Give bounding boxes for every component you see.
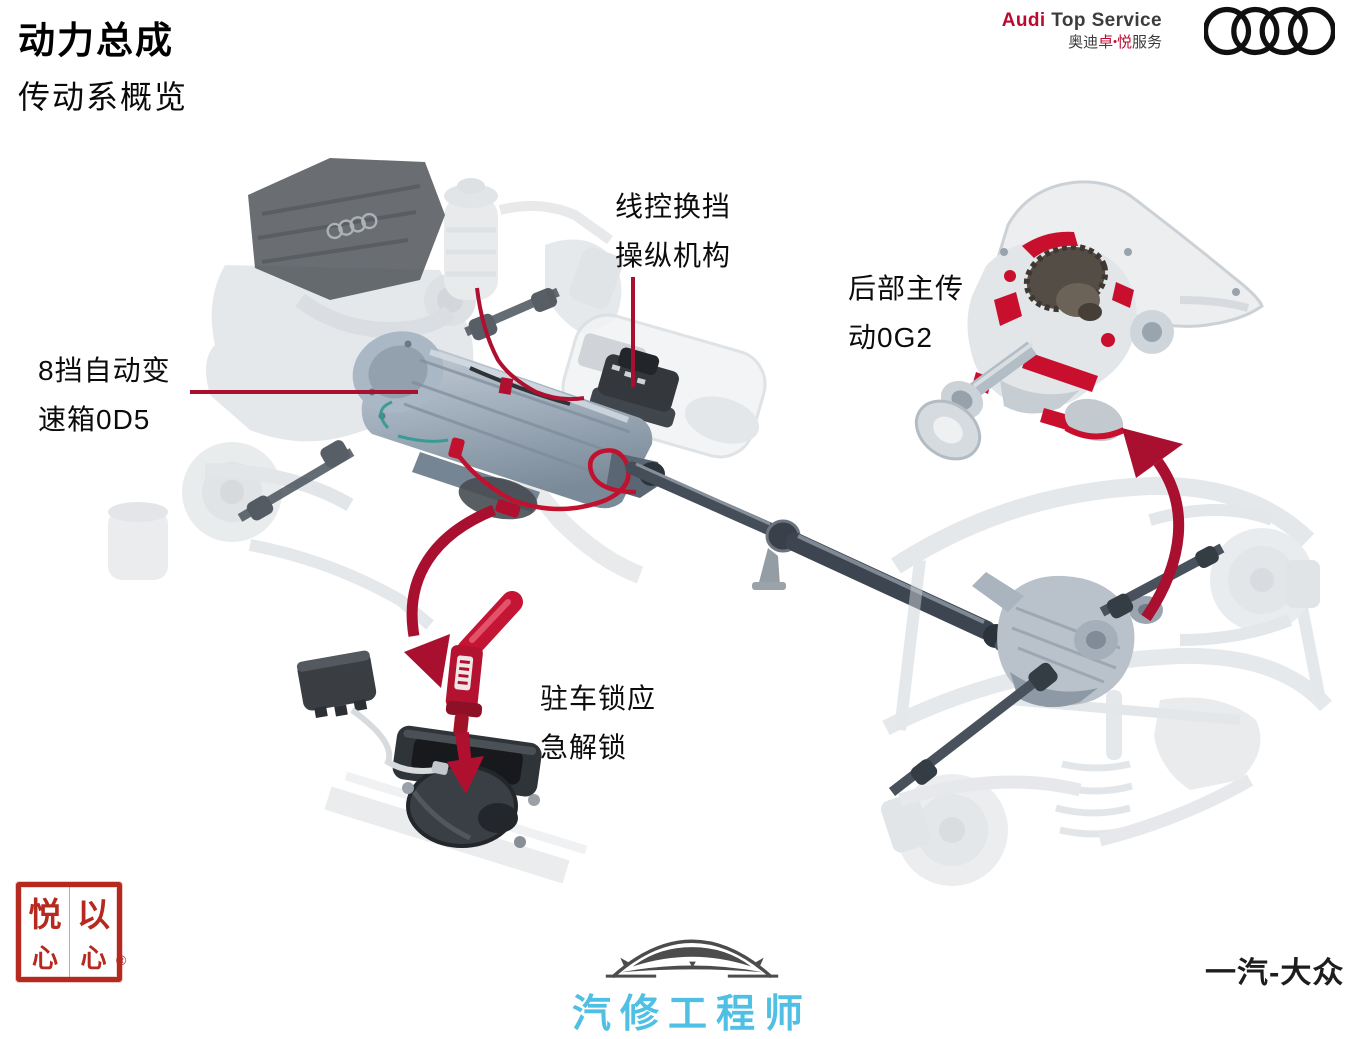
label-line: 线控换挡 [615,191,732,222]
faw-vw-logo: 一汽-大众 [1205,955,1345,990]
cover-cap-illustration [296,650,377,719]
audi-top-service-brand: Audi Top Service 奥迪卓•悦服务 [930,9,1162,53]
registered-mark: ® [116,952,127,968]
brand-cn-yue: 悦 [1116,33,1132,51]
brand-line-en: Audi Top Service [930,9,1162,33]
brand-cn-prefix: 奥迪 [1068,33,1099,51]
label-line: 操纵机构 [615,240,732,271]
brand-audi: Audi [1001,10,1046,31]
rear-final-drive-illustration [914,180,1264,461]
callout-line-transmission [190,390,418,394]
page-title: 动力总成 [18,20,174,61]
label-line: 速箱0D5 [38,404,151,435]
park-lock-release-illustration [296,591,588,884]
brand-top-service: Top Service [1045,10,1162,31]
qixiu-engineer-text: 汽修工程师 [571,993,812,1036]
brand-cn-dot: • [1113,35,1117,48]
label-line: 驻车锁应 [540,683,657,714]
yixin-seal-stamp: 悦 以 心 心 [16,882,122,982]
engine-audi-rings-icon [326,212,378,240]
release-lever-illustration [445,591,523,794]
shift-module-illustration [589,347,679,428]
shift-cable-red [475,287,585,402]
label-rear-final-drive: 后部主传 动0G2 [848,264,964,362]
engine-cover-illustration [248,158,445,300]
seal-char: 心 [31,943,58,974]
label-transmission: 8挡自动变 速箱0D5 [38,346,171,444]
label-line: 后部主传 [848,273,965,304]
seal-char: 心 [69,936,117,977]
page-subtitle: 传动系概览 [18,79,189,115]
red-arrow-to-park-lock-icon [404,504,497,688]
brand-cn-zhuo: 卓 [1098,33,1114,51]
driveshaft-illustration [625,461,1047,669]
label-line: 8挡自动变 [38,355,171,386]
label-line: 急解锁 [540,732,628,763]
front-axle-shafts-illustration [237,287,560,522]
rear-axle-illustration [880,476,1332,886]
seal-char: 悦 [28,895,62,933]
qixiu-engineer-logo: 汽修工程师 [552,918,832,1039]
label-shift-by-wire: 线控换挡 操纵机构 [615,182,731,280]
red-arrow-to-final-drive-icon [1122,428,1185,622]
down-arrow-icon [447,732,484,794]
transmission-illustration [352,287,665,520]
callout-line-shift-module [631,277,635,387]
drivetrain-illustration [108,158,1332,886]
car-silhouette-icon [605,939,779,978]
label-park-lock: 驻车锁应 急解锁 [540,674,656,772]
seal-char: 以 [69,887,117,937]
brand-line-cn: 奥迪卓•悦服务 [930,34,1162,53]
brand-cn-suffix: 服务 [1131,33,1162,51]
audi-rings-icon [1204,6,1335,56]
label-line: 动0G2 [848,322,933,353]
